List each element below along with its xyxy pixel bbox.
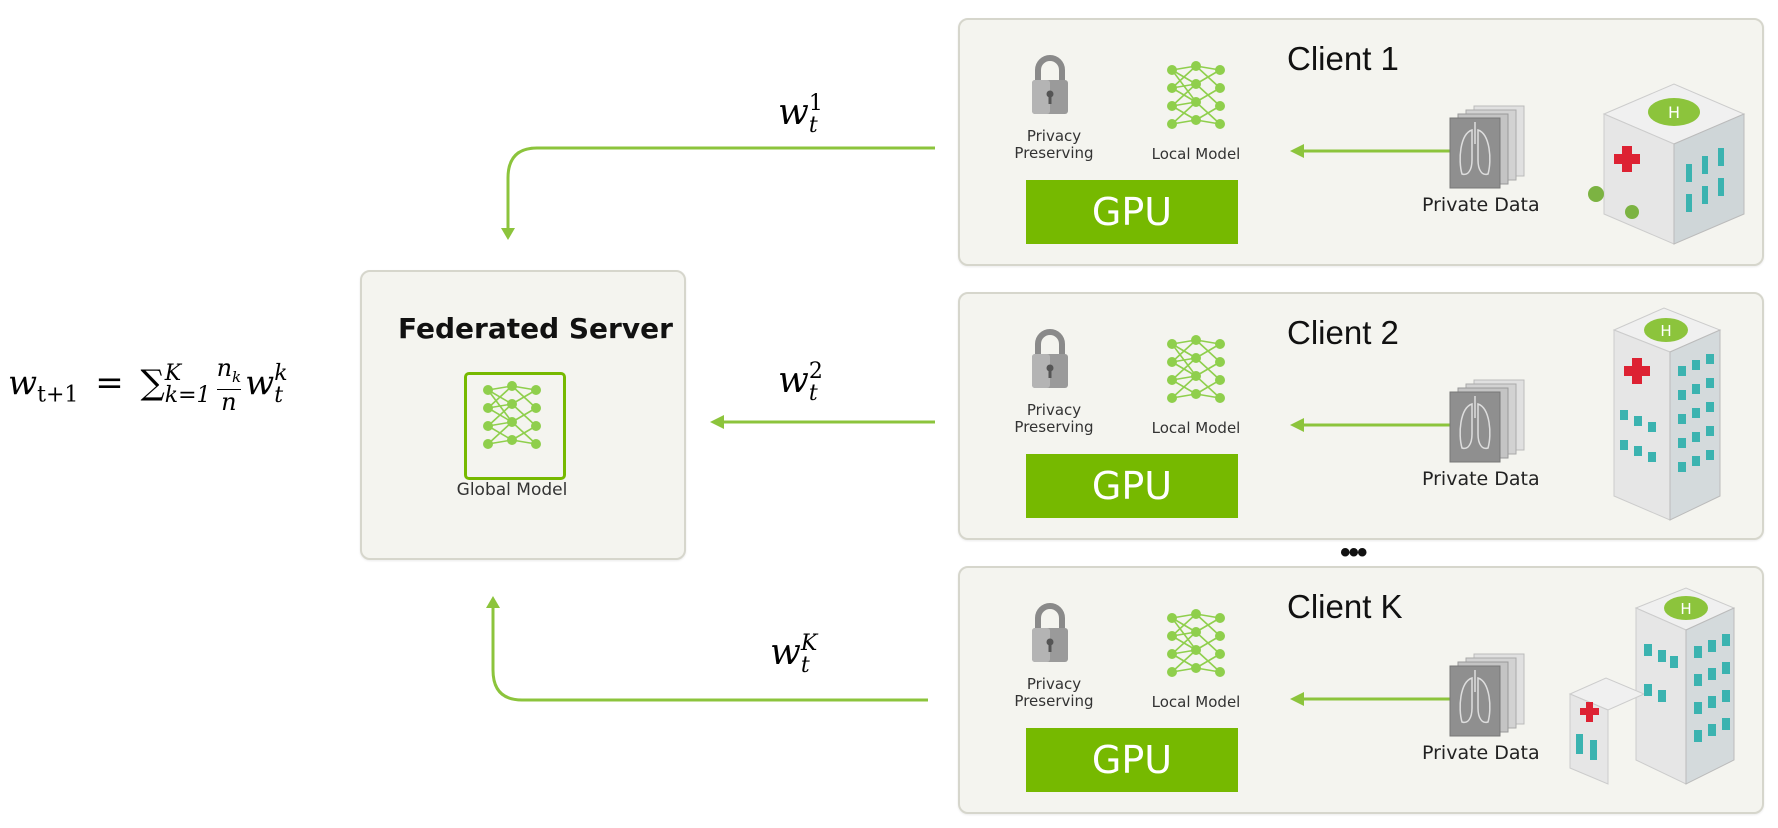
neural-network-icon <box>1166 60 1226 130</box>
privacy-preserving-label: Privacy Preserving <box>1000 676 1108 710</box>
privacy-label-line2: Preserving <box>1014 418 1094 436</box>
weight-label-sub: t <box>800 653 810 678</box>
formula-lhs: w <box>8 362 38 403</box>
neural-network-icon <box>1166 608 1226 678</box>
formula-frac-num: n <box>216 354 233 382</box>
client-title: Client 2 <box>1287 314 1399 351</box>
server-title: Federated Server <box>398 312 673 345</box>
hospital-building-icon: H <box>1588 83 1746 245</box>
arrow-client1-to-server <box>506 146 935 232</box>
lung-scan-icon <box>1449 379 1525 463</box>
gpu-block: GPU <box>1026 728 1238 792</box>
formula-rhs-sub: t <box>274 382 284 408</box>
privacy-label-line1: Privacy <box>1026 127 1082 145</box>
weight-label-sub: t <box>808 113 818 138</box>
private-data-label: Private Data <box>1422 468 1540 490</box>
svg-text:H: H <box>1660 322 1671 340</box>
gpu-block: GPU <box>1026 180 1238 244</box>
formula-rhs: w <box>245 362 275 403</box>
hospital-building-icon: H <box>1568 587 1736 785</box>
weight-label-base: w <box>770 632 801 673</box>
weight-label-sup: K <box>800 631 818 656</box>
data-to-model-arrow <box>1290 418 1450 432</box>
local-model-label: Local Model <box>1151 693 1241 711</box>
svg-text:H: H <box>1680 600 1691 618</box>
lock-icon <box>1030 56 1070 116</box>
privacy-label-line1: Privacy <box>1026 675 1082 693</box>
hospital-building-icon: H <box>1612 307 1722 521</box>
lock-icon <box>1030 604 1070 664</box>
formula-sum: ∑ <box>140 362 165 403</box>
private-data-label: Private Data <box>1422 742 1540 764</box>
local-model-label: Local Model <box>1151 145 1241 163</box>
weight-label-base: w <box>778 92 809 133</box>
more-clients-ellipsis: ••• <box>1340 536 1367 569</box>
formula-frac-num-sub: k <box>232 367 242 386</box>
formula-sum-sup: K <box>164 360 182 386</box>
arrow-client1-head <box>501 228 515 240</box>
lock-icon <box>1030 330 1070 390</box>
gpu-block: GPU <box>1026 454 1238 518</box>
weight-label-sub: t <box>808 381 818 406</box>
privacy-label-line1: Privacy <box>1026 401 1082 419</box>
weight-label-base: w <box>778 360 809 401</box>
formula-frac-den: n <box>221 387 237 416</box>
neural-network-icon <box>1166 334 1226 404</box>
privacy-preserving-label: Privacy Preserving <box>1000 402 1108 436</box>
formula-lhs-sub: t+1 <box>37 382 79 408</box>
formula-rhs-sup: k <box>274 360 288 386</box>
client-title: Client K <box>1287 588 1403 625</box>
data-to-model-arrow <box>1290 692 1450 706</box>
weight-label-sup: 1 <box>808 91 823 116</box>
lung-scan-icon <box>1449 653 1525 737</box>
formula-equals: = <box>95 362 124 403</box>
client-title: Client 1 <box>1287 40 1399 77</box>
local-model-label: Local Model <box>1151 419 1241 437</box>
privacy-preserving-label: Privacy Preserving <box>1000 128 1108 162</box>
formula-sum-sub: k=1 <box>164 382 211 408</box>
arrow-client2-head <box>710 415 724 429</box>
svg-text:H: H <box>1668 103 1680 122</box>
privacy-label-line2: Preserving <box>1014 692 1094 710</box>
weight-label-sup: 2 <box>808 359 823 384</box>
data-to-model-arrow <box>1290 144 1450 158</box>
arrow-clientK-to-server <box>491 604 928 702</box>
private-data-label: Private Data <box>1422 194 1540 216</box>
privacy-label-line2: Preserving <box>1014 144 1094 162</box>
lung-scan-icon <box>1449 105 1525 189</box>
global-model-label: Global Model <box>456 480 568 500</box>
arrow-clientK-head <box>486 596 500 608</box>
